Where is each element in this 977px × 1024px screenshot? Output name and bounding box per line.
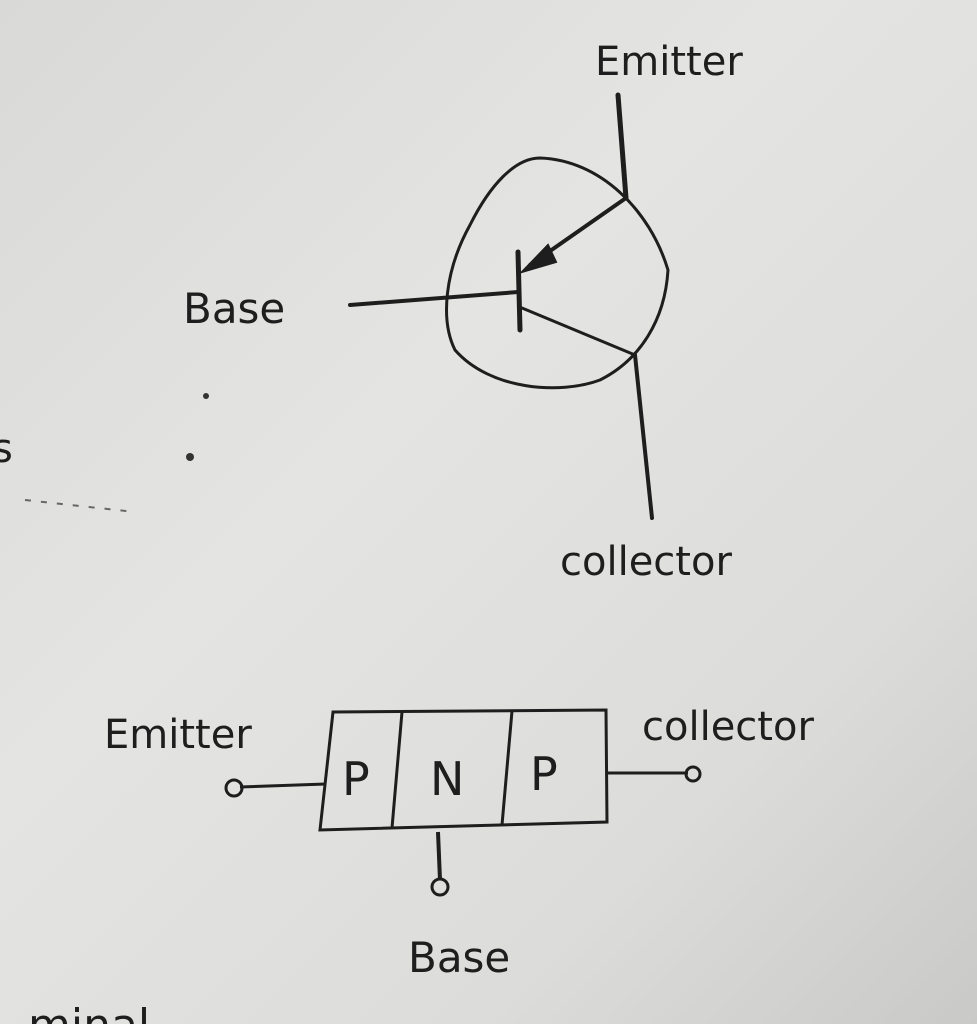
block-base-lead <box>436 831 442 881</box>
base-terminal <box>430 877 450 897</box>
emitter-terminal <box>224 778 244 798</box>
region-p-collector: P <box>530 747 558 801</box>
region-p-emitter: P <box>342 752 370 806</box>
collector-line <box>520 306 637 357</box>
emitter-lead <box>615 92 629 201</box>
base-lead <box>348 290 520 307</box>
symbol-base-label: Base <box>183 284 285 333</box>
collector-terminal <box>684 765 702 783</box>
collector-lead <box>633 353 654 520</box>
symbol-emitter-label: Emitter <box>595 39 743 85</box>
partial-margin-text-bottom: minal <box>28 1000 150 1024</box>
transistor-symbol <box>348 92 670 520</box>
partial-margin-text-left: s <box>0 426 13 472</box>
region-n-base: N <box>430 752 464 806</box>
block-collector-label: collector <box>642 704 814 750</box>
block-base-label: Base <box>408 933 510 982</box>
block-emitter-label: Emitter <box>104 712 252 758</box>
symbol-collector-label: collector <box>560 539 732 585</box>
stray-marks <box>24 393 209 513</box>
pnp-block <box>224 708 702 897</box>
symbol-circle <box>445 156 670 390</box>
emitter-arrow-icon <box>518 243 558 275</box>
block-emitter-lead <box>239 782 327 789</box>
